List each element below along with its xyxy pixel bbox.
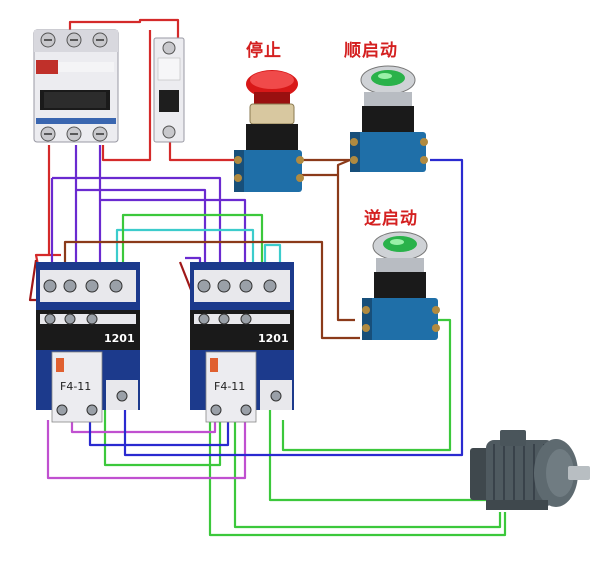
contactor-reverse-aux-model: F4-11 — [214, 380, 245, 393]
control-breaker — [153, 37, 185, 143]
wire-purple-7 — [185, 256, 202, 262]
wire-red-top — [68, 18, 180, 40]
wire-red-stop — [168, 140, 236, 162]
breaker-bottom-screws-icon — [40, 126, 108, 142]
wire-purple-2 — [52, 176, 222, 262]
contactor-reverse-model: 1201 — [258, 332, 289, 345]
wire-purple-3 — [98, 145, 247, 262]
contactor-forward-model: 1201 — [104, 332, 135, 345]
main-breaker — [33, 29, 119, 143]
stop-button — [234, 70, 304, 192]
contactor-forward: 1201 F4-11 — [36, 262, 140, 423]
forward-start-label: 顺启动 — [344, 41, 398, 61]
wire-brown-2 — [336, 158, 355, 322]
breaker-top-screws-icon — [40, 32, 108, 48]
wire-blue-2 — [88, 400, 230, 447]
wire-green-2 — [268, 400, 496, 502]
stop-label: 停止 — [246, 41, 282, 61]
forward-start-button — [350, 65, 428, 172]
contactor-forward-top-terminals-icon — [43, 279, 123, 293]
wire-red-ctrl — [101, 30, 152, 162]
wire-green-1 — [121, 213, 264, 300]
contactor-reverse: 1201 F4-11 — [190, 262, 294, 423]
wire-magenta-2 — [70, 420, 217, 434]
wire-brown-3 — [63, 240, 360, 340]
contactor-forward-aux-model: F4-11 — [60, 380, 91, 393]
three-phase-motor-icon — [470, 430, 590, 510]
reverse-start-button — [362, 231, 440, 340]
wire-green-5 — [281, 318, 452, 452]
wire-blue-1 — [123, 158, 464, 457]
wire-green-3 — [233, 400, 502, 529]
reverse-start-label: 逆启动 — [364, 209, 418, 229]
contactor-reverse-top-terminals-icon — [197, 279, 277, 293]
wire-green-4 — [208, 400, 507, 537]
wire-purple-1 — [74, 145, 207, 262]
wire-magenta-1 — [46, 420, 247, 480]
breaker-handle-icon — [40, 90, 110, 110]
